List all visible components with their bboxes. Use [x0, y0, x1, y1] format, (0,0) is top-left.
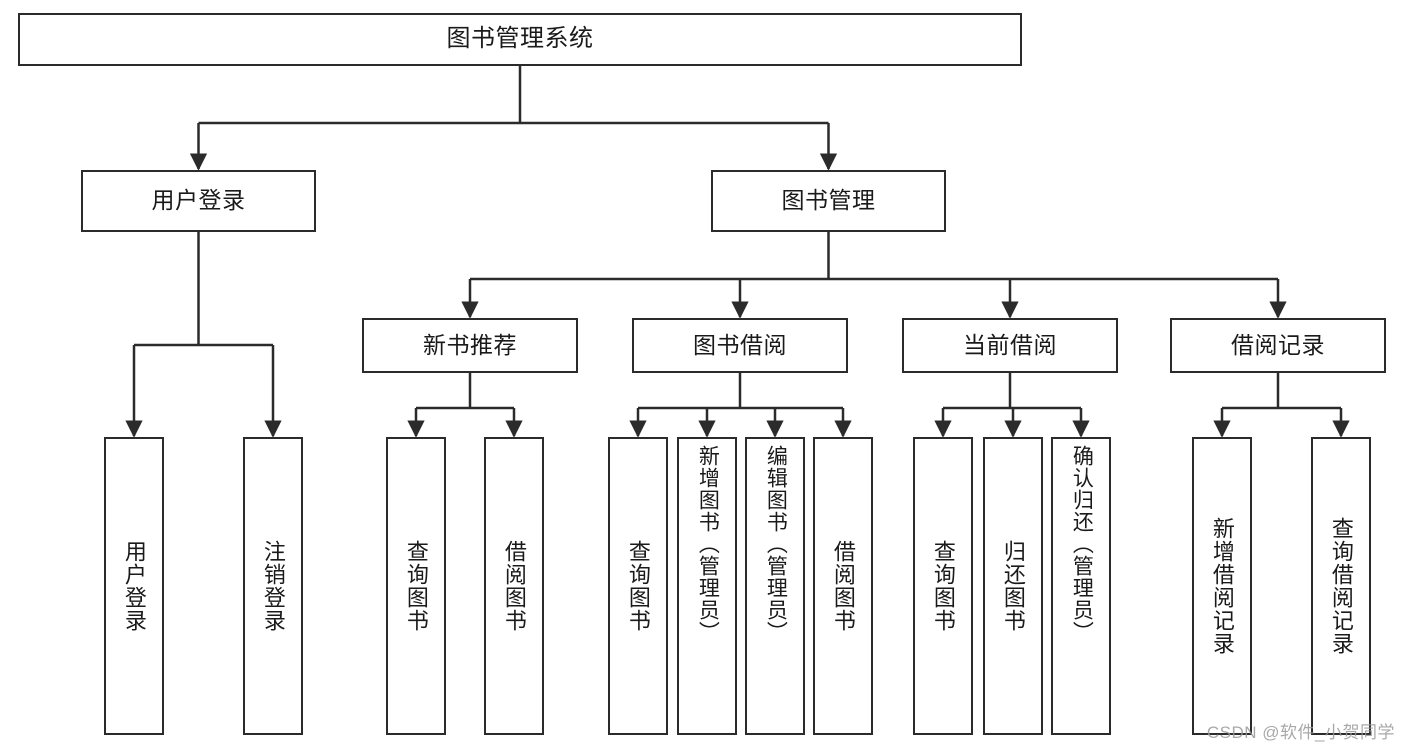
node-leaf-confirm-return-admin-label: 确认归还（管理员）: [1070, 445, 1094, 643]
node-leaf-query-book-3-text-wrap: 查询图书: [915, 445, 971, 727]
node-leaf-user-logout-label: 注销登录: [260, 540, 286, 632]
node-leaf-borrow-book-1[interactable]: 借阅图书: [484, 437, 544, 735]
node-new-book-recommend[interactable]: 新书推荐: [362, 318, 578, 373]
node-leaf-query-book-3[interactable]: 查询图书: [913, 437, 973, 735]
node-leaf-query-borrow-record-label: 查询借阅记录: [1328, 517, 1354, 655]
node-leaf-edit-book-admin-text-wrap: 编辑图书（管理员）: [747, 445, 803, 727]
node-leaf-borrow-book-2-text-wrap: 借阅图书: [815, 445, 871, 727]
node-leaf-confirm-return-admin[interactable]: 确认归还（管理员）: [1051, 437, 1111, 735]
node-leaf-borrow-book-2[interactable]: 借阅图书: [813, 437, 873, 735]
node-root[interactable]: 图书管理系统: [18, 13, 1022, 66]
node-leaf-add-borrow-record[interactable]: 新增借阅记录: [1192, 437, 1252, 735]
node-book-manage-label: 图书管理: [781, 187, 876, 214]
node-leaf-borrow-book-1-text-wrap: 借阅图书: [486, 445, 542, 727]
node-book-manage[interactable]: 图书管理: [711, 170, 946, 232]
node-book-borrow-label: 图书借阅: [693, 331, 787, 358]
node-borrow-record-label: 借阅记录: [1231, 331, 1325, 358]
node-leaf-add-borrow-record-label: 新增借阅记录: [1209, 517, 1235, 655]
watermark: CSDN @软件_小贺同学: [1206, 723, 1395, 742]
node-user-login-label: 用户登录: [151, 187, 246, 214]
node-leaf-user-login-label: 用户登录: [121, 540, 147, 632]
node-leaf-user-login[interactable]: 用户登录: [104, 437, 164, 735]
node-leaf-query-book-1-label: 查询图书: [403, 540, 429, 632]
node-leaf-edit-book-admin[interactable]: 编辑图书（管理员）: [745, 437, 805, 735]
node-book-borrow[interactable]: 图书借阅: [632, 318, 848, 373]
node-leaf-add-book-admin[interactable]: 新增图书（管理员）: [677, 437, 737, 735]
node-leaf-query-book-3-label: 查询图书: [930, 540, 956, 632]
node-leaf-user-login-text-wrap: 用户登录: [106, 445, 162, 727]
node-leaf-add-borrow-record-text-wrap: 新增借阅记录: [1194, 445, 1250, 727]
node-leaf-query-book-2-text-wrap: 查询图书: [610, 445, 666, 727]
node-leaf-return-book[interactable]: 归还图书: [983, 437, 1043, 735]
node-root-label: 图书管理系统: [446, 25, 594, 53]
node-leaf-confirm-return-admin-text-wrap: 确认归还（管理员）: [1053, 445, 1109, 727]
node-current-borrow-label: 当前借阅: [963, 331, 1057, 358]
node-leaf-borrow-book-2-label: 借阅图书: [830, 540, 856, 632]
node-leaf-user-logout-text-wrap: 注销登录: [245, 445, 301, 727]
node-leaf-edit-book-admin-label: 编辑图书（管理员）: [764, 445, 788, 643]
node-leaf-query-book-1[interactable]: 查询图书: [386, 437, 446, 735]
node-leaf-return-book-text-wrap: 归还图书: [985, 445, 1041, 727]
node-leaf-query-borrow-record[interactable]: 查询借阅记录: [1311, 437, 1371, 735]
node-leaf-add-book-admin-text-wrap: 新增图书（管理员）: [679, 445, 735, 727]
node-leaf-user-logout[interactable]: 注销登录: [243, 437, 303, 735]
node-leaf-add-book-admin-label: 新增图书（管理员）: [696, 445, 720, 643]
node-borrow-record[interactable]: 借阅记录: [1170, 318, 1386, 373]
node-user-login[interactable]: 用户登录: [81, 170, 316, 232]
node-leaf-return-book-label: 归还图书: [1000, 540, 1026, 632]
node-leaf-query-book-1-text-wrap: 查询图书: [388, 445, 444, 727]
node-current-borrow[interactable]: 当前借阅: [902, 318, 1118, 373]
node-leaf-query-borrow-record-text-wrap: 查询借阅记录: [1313, 445, 1369, 727]
node-leaf-borrow-book-1-label: 借阅图书: [501, 540, 527, 632]
node-leaf-query-book-2-label: 查询图书: [625, 540, 651, 632]
node-leaf-query-book-2[interactable]: 查询图书: [608, 437, 668, 735]
node-new-book-recommend-label: 新书推荐: [423, 331, 517, 358]
